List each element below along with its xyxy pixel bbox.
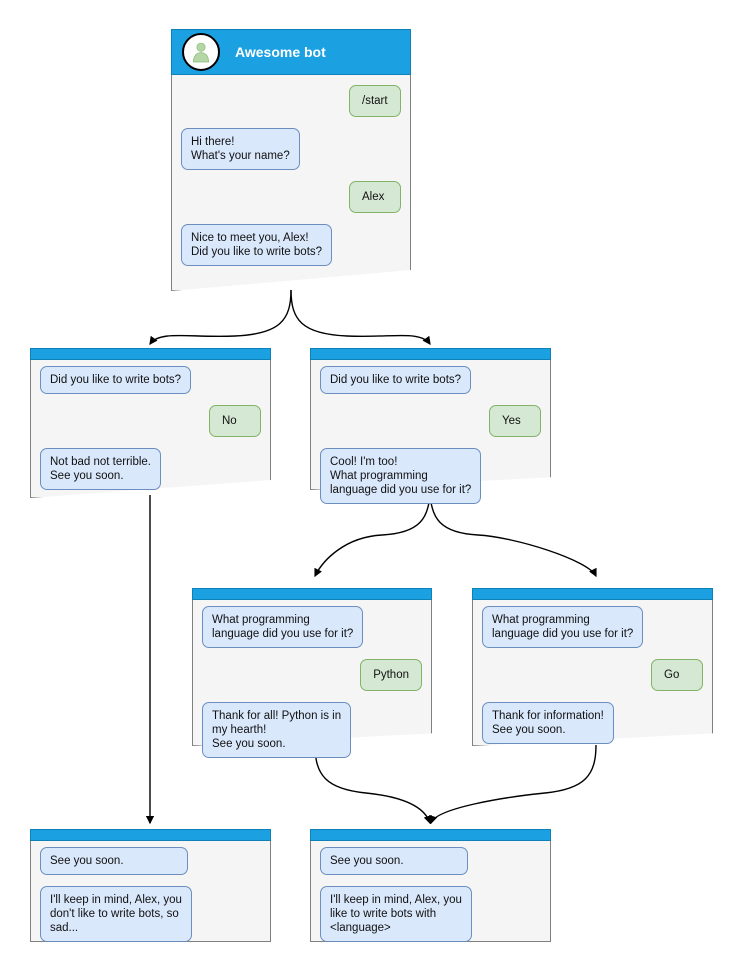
node-end-sad-messages: See you soon. I'll keep in mind, Alex, y… xyxy=(30,847,271,942)
node-root[interactable]: Awesome bot /start Hi there! What's your… xyxy=(171,29,411,291)
node-no-branch[interactable]: Did you like to write bots? No Not bad n… xyxy=(30,348,271,498)
edge-root-to-yes xyxy=(290,289,431,346)
message-row: Did you like to write bots? xyxy=(30,366,271,394)
node-end-happy-messages: See you soon. I'll keep in mind, Alex, y… xyxy=(310,847,551,942)
node-end-happy[interactable]: See you soon. I'll keep in mind, Alex, y… xyxy=(310,829,551,942)
bot-message-bubble[interactable]: I'll keep in mind, Alex, you don't like … xyxy=(40,886,192,942)
bot-message-bubble[interactable]: Did you like to write bots? xyxy=(40,366,192,394)
node-no-branch-messages: Did you like to write bots? No Not bad n… xyxy=(30,366,271,490)
node-go-branch[interactable]: What programming language did you use fo… xyxy=(472,588,713,746)
user-message-bubble[interactable]: Go xyxy=(651,659,703,691)
message-row: See you soon. xyxy=(30,847,271,875)
node-python-branch-messages: What programming language did you use fo… xyxy=(192,606,432,758)
message-row: What programming language did you use fo… xyxy=(472,606,713,648)
bot-message-bubble[interactable]: See you soon. xyxy=(320,847,468,875)
user-message-bubble[interactable]: Alex xyxy=(349,181,401,213)
bot-message-bubble[interactable]: See you soon. xyxy=(40,847,188,875)
message-row: /start xyxy=(171,85,411,117)
message-row: I'll keep in mind, Alex, you like to wri… xyxy=(310,886,551,942)
node-python-branch[interactable]: What programming language did you use fo… xyxy=(192,588,432,758)
user-message-bubble[interactable]: Yes xyxy=(489,405,541,437)
user-message-bubble[interactable]: /start xyxy=(349,85,401,117)
node-go-branch-header xyxy=(472,588,713,600)
message-row: Go xyxy=(472,659,713,691)
message-row: No xyxy=(30,405,271,437)
user-message-bubble[interactable]: Python xyxy=(360,659,422,691)
node-yes-branch-messages: Did you like to write bots? Yes Cool! I'… xyxy=(310,366,551,504)
message-row: What programming language did you use fo… xyxy=(192,606,432,648)
message-row: Alex xyxy=(171,181,411,213)
message-row: Cool! I'm too! What programming language… xyxy=(310,448,551,504)
bot-name-label: Awesome bot xyxy=(235,44,326,60)
person-avatar-icon xyxy=(182,33,220,71)
bot-message-bubble[interactable]: Cool! I'm too! What programming language… xyxy=(320,448,482,504)
node-yes-branch[interactable]: Did you like to write bots? Yes Cool! I'… xyxy=(310,348,551,504)
bot-message-bubble[interactable]: Not bad not terrible. See you soon. xyxy=(40,448,162,490)
message-row: Did you like to write bots? xyxy=(310,366,551,394)
node-python-branch-header xyxy=(192,588,432,600)
node-go-branch-messages: What programming language did you use fo… xyxy=(472,606,713,744)
message-row: Thank for all! Python is in my hearth! S… xyxy=(192,702,432,758)
node-yes-branch-header xyxy=(310,348,551,360)
message-row: Hi there! What's your name? xyxy=(171,128,411,170)
node-end-happy-header xyxy=(310,829,551,841)
message-row: Not bad not terrible. See you soon. xyxy=(30,448,271,490)
bot-message-bubble[interactable]: What programming language did you use fo… xyxy=(202,606,364,648)
bot-message-bubble[interactable]: Thank for information! See you soon. xyxy=(482,702,614,744)
message-row: Yes xyxy=(310,405,551,437)
bot-message-bubble[interactable]: Nice to meet you, Alex! Did you like to … xyxy=(181,224,333,266)
node-end-sad[interactable]: See you soon. I'll keep in mind, Alex, y… xyxy=(30,829,271,942)
node-root-messages: /start Hi there! What's your name? Alex … xyxy=(171,85,411,266)
edge-go-to-end-happy xyxy=(429,744,597,825)
node-end-sad-header xyxy=(30,829,271,841)
bot-message-bubble[interactable]: I'll keep in mind, Alex, you like to wri… xyxy=(320,886,472,942)
bot-message-bubble[interactable]: Did you like to write bots? xyxy=(320,366,472,394)
node-no-branch-header xyxy=(30,348,271,360)
edge-root-to-no xyxy=(149,289,292,346)
node-root-header: Awesome bot xyxy=(171,29,411,75)
message-row: See you soon. xyxy=(310,847,551,875)
user-message-bubble[interactable]: No xyxy=(209,405,261,437)
message-row: I'll keep in mind, Alex, you don't like … xyxy=(30,886,271,942)
bot-message-bubble[interactable]: Thank for all! Python is in my hearth! S… xyxy=(202,702,352,758)
message-row: Python xyxy=(192,659,432,691)
message-row: Thank for information! See you soon. xyxy=(472,702,713,744)
bot-message-bubble[interactable]: What programming language did you use fo… xyxy=(482,606,644,648)
message-row: Nice to meet you, Alex! Did you like to … xyxy=(171,224,411,266)
bot-message-bubble[interactable]: Hi there! What's your name? xyxy=(181,128,300,170)
